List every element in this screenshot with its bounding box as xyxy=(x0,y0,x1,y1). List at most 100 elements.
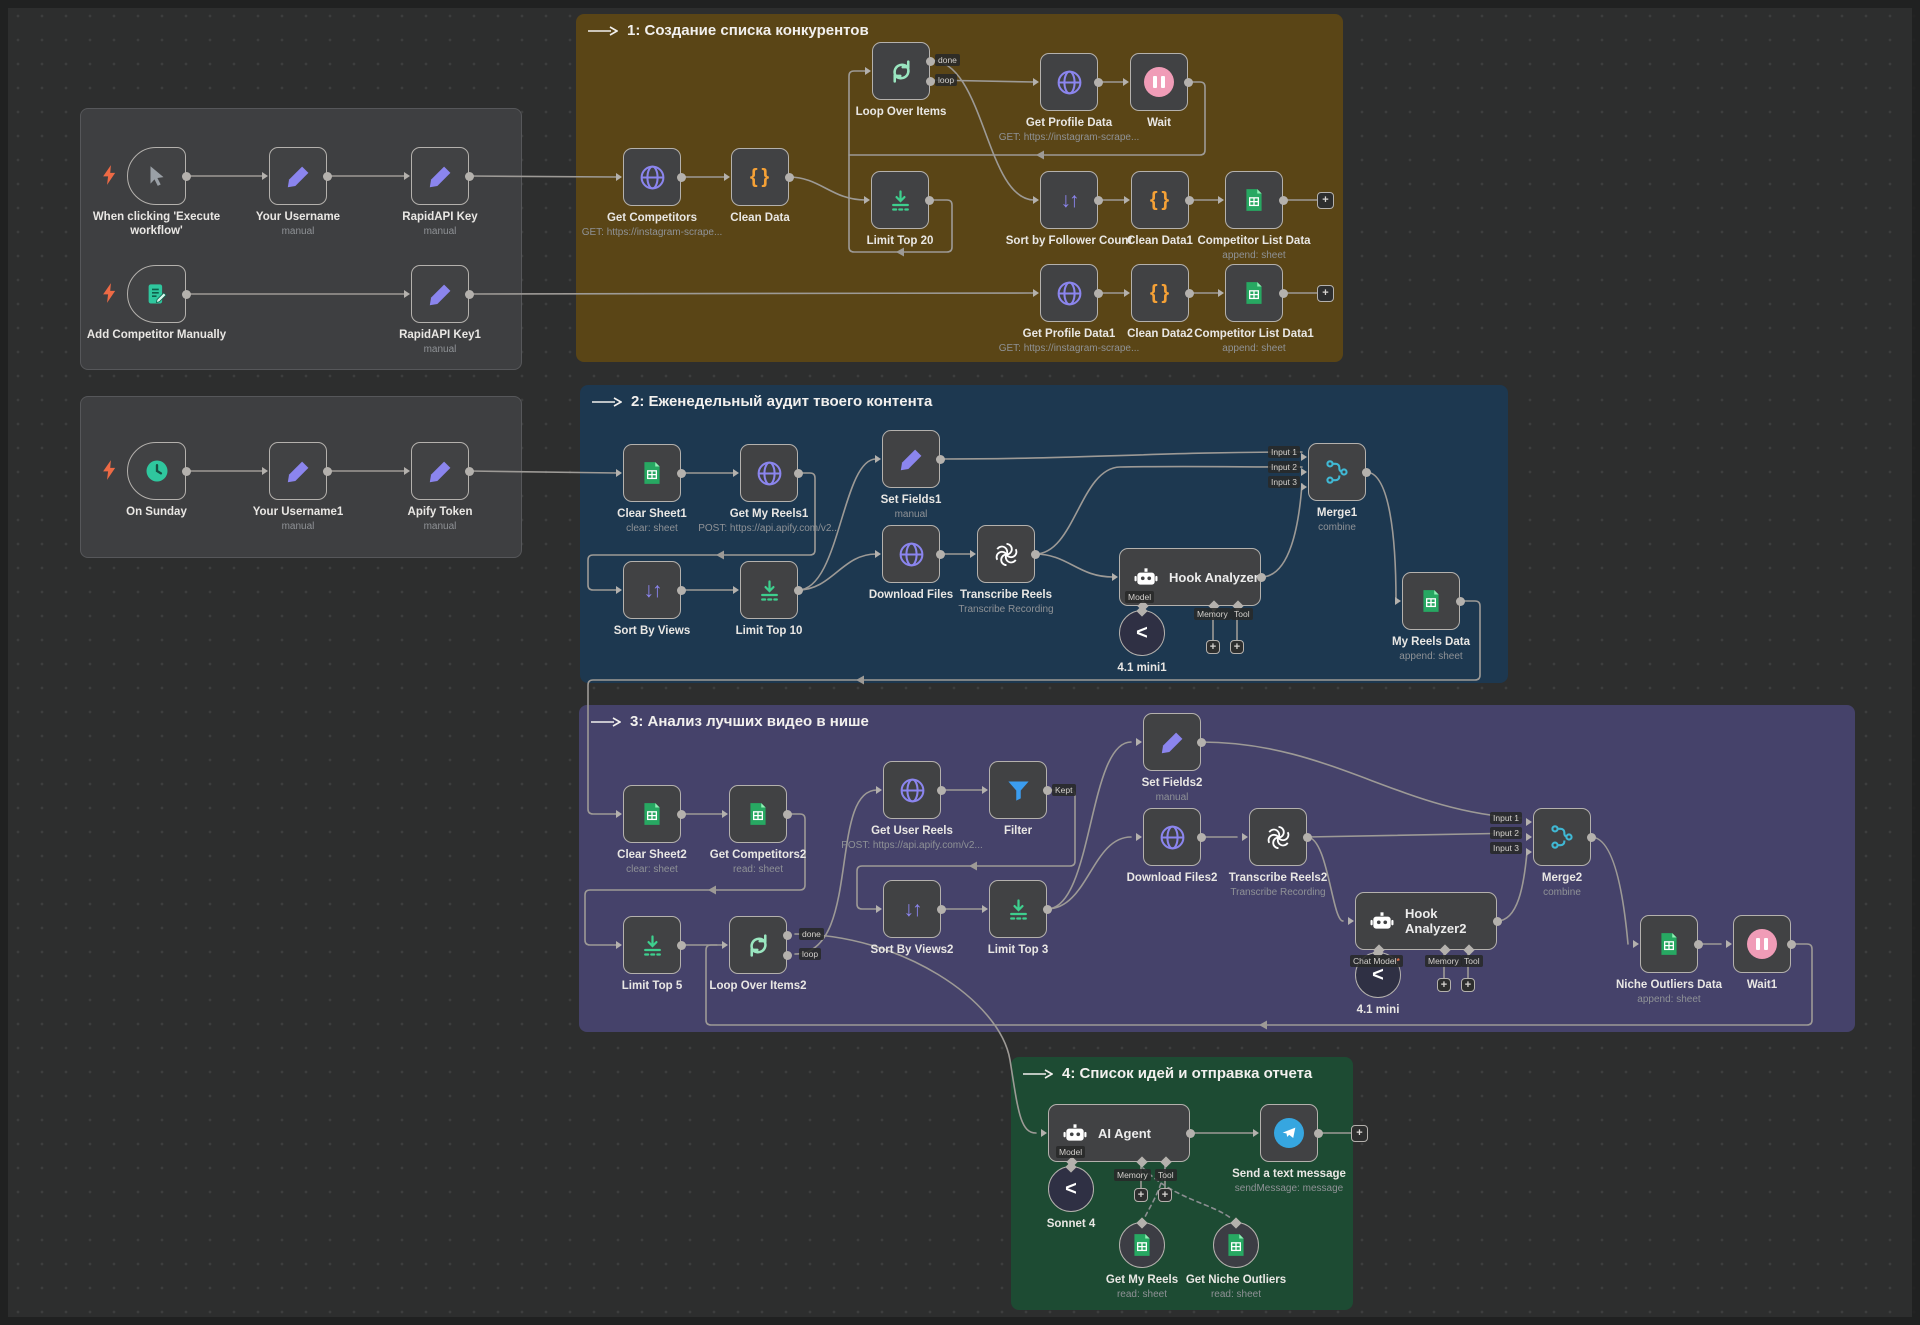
output-connector[interactable] xyxy=(794,585,803,595)
node-get-competitors2[interactable] xyxy=(722,785,792,843)
node-transcribe-reels2[interactable] xyxy=(1242,808,1312,866)
output-connector[interactable] xyxy=(323,466,332,476)
output-connector[interactable] xyxy=(783,809,792,819)
output-connector[interactable] xyxy=(936,549,945,559)
node-your-username1[interactable] xyxy=(262,442,332,500)
output-connector[interactable] xyxy=(1043,904,1052,914)
output-connector[interactable] xyxy=(1787,939,1796,949)
output-connector[interactable] xyxy=(783,930,792,940)
node-loop-over-items2[interactable] xyxy=(722,916,792,974)
node-loop-over-items[interactable] xyxy=(865,42,935,100)
output-connector[interactable] xyxy=(323,171,332,181)
output-connector[interactable] xyxy=(1043,785,1052,795)
node-when-clicking-execute-workflow[interactable] xyxy=(127,147,191,205)
node-set-fields1[interactable] xyxy=(875,430,945,488)
node-model-sonnet-4[interactable]: < xyxy=(1048,1161,1094,1212)
output-connector[interactable] xyxy=(1456,596,1465,606)
output-connector[interactable] xyxy=(1094,77,1103,87)
node-get-niche-outliers-tool[interactable] xyxy=(1213,1217,1259,1268)
output-connector[interactable] xyxy=(785,172,794,182)
output-connector[interactable] xyxy=(925,195,934,205)
output-connector[interactable] xyxy=(1279,195,1288,205)
node-competitor-list-data1[interactable] xyxy=(1218,264,1288,322)
node-wait[interactable] xyxy=(1123,53,1193,111)
node-apify-token[interactable] xyxy=(404,442,474,500)
node-merge1[interactable] xyxy=(1301,443,1371,501)
output-connector[interactable] xyxy=(926,76,935,86)
node-rapidapi-key1[interactable] xyxy=(404,265,474,323)
add-node-button[interactable]: + xyxy=(1206,640,1220,654)
output-connector[interactable] xyxy=(1362,467,1371,477)
output-connector[interactable] xyxy=(1094,195,1103,205)
node-get-my-reels-tool[interactable] xyxy=(1119,1217,1165,1268)
node-filter[interactable] xyxy=(982,761,1052,819)
node-limit-top-5[interactable] xyxy=(616,916,686,974)
node-download-files2[interactable] xyxy=(1136,808,1206,866)
node-limit-top-3[interactable] xyxy=(982,880,1052,938)
output-connector[interactable] xyxy=(1184,77,1193,87)
output-connector[interactable] xyxy=(182,466,191,476)
output-connector[interactable] xyxy=(1314,1128,1323,1138)
node-your-username[interactable] xyxy=(262,147,332,205)
output-connector[interactable] xyxy=(465,171,474,181)
output-connector[interactable] xyxy=(1197,832,1206,842)
output-connector[interactable] xyxy=(1197,737,1206,747)
output-connector[interactable] xyxy=(677,585,686,595)
output-connector[interactable] xyxy=(936,454,945,464)
output-connector[interactable] xyxy=(783,950,792,960)
output-connector[interactable] xyxy=(1279,288,1288,298)
node-wait1[interactable] xyxy=(1726,915,1796,973)
output-connector[interactable] xyxy=(677,940,686,950)
node-limit-top-10[interactable] xyxy=(733,561,803,619)
output-connector[interactable] xyxy=(182,289,191,299)
node-send-a-text-message[interactable] xyxy=(1253,1104,1323,1162)
add-node-button[interactable]: + xyxy=(1230,640,1244,654)
node-download-files[interactable] xyxy=(875,525,945,583)
add-node-button[interactable]: + xyxy=(1461,978,1475,992)
output-connector[interactable] xyxy=(182,171,191,181)
output-connector[interactable] xyxy=(1303,832,1312,842)
output-connector[interactable] xyxy=(677,468,686,478)
node-clean-data[interactable]: { } xyxy=(724,148,794,206)
add-node-button[interactable]: + xyxy=(1317,192,1334,209)
node-clean-data1[interactable]: { } xyxy=(1124,171,1194,229)
node-get-competitors[interactable] xyxy=(616,148,686,206)
node-clean-data2[interactable]: { } xyxy=(1124,264,1194,322)
node-on-sunday[interactable] xyxy=(127,442,191,500)
add-node-button[interactable]: + xyxy=(1351,1125,1368,1142)
output-connector[interactable] xyxy=(1587,832,1596,842)
output-connector[interactable] xyxy=(1493,916,1502,926)
output-connector[interactable] xyxy=(465,466,474,476)
output-connector[interactable] xyxy=(926,56,935,66)
output-connector[interactable] xyxy=(937,904,946,914)
add-node-button[interactable]: + xyxy=(1134,1188,1148,1202)
node-hook-analyzer2[interactable]: Hook Analyzer2 xyxy=(1348,892,1502,956)
node-get-profile-data[interactable] xyxy=(1033,53,1103,111)
node-add-competitor-manually[interactable] xyxy=(127,265,191,323)
node-limit-top-20[interactable] xyxy=(864,171,934,229)
output-connector[interactable] xyxy=(1185,288,1194,298)
add-node-button[interactable]: + xyxy=(1317,285,1334,302)
node-rapidapi-key[interactable] xyxy=(404,147,474,205)
node-my-reels-data[interactable] xyxy=(1395,572,1465,630)
node-niche-outliers-data[interactable] xyxy=(1633,915,1703,973)
node-get-user-reels[interactable] xyxy=(876,761,946,819)
output-connector[interactable] xyxy=(677,172,686,182)
output-connector[interactable] xyxy=(1094,288,1103,298)
output-connector[interactable] xyxy=(677,809,686,819)
node-sort-by-follower-count[interactable]: ↓↑ xyxy=(1033,171,1103,229)
node-clear-sheet2[interactable] xyxy=(616,785,686,843)
output-connector[interactable] xyxy=(1186,1128,1195,1138)
node-set-fields2[interactable] xyxy=(1136,713,1206,771)
node-sort-by-views[interactable]: ↓↑ xyxy=(616,561,686,619)
node-model-41-mini1[interactable]: < xyxy=(1119,605,1165,656)
node-clear-sheet1[interactable] xyxy=(616,444,686,502)
output-connector[interactable] xyxy=(1257,572,1266,582)
add-node-button[interactable]: + xyxy=(1437,978,1451,992)
output-connector[interactable] xyxy=(937,785,946,795)
node-transcribe-reels[interactable] xyxy=(970,525,1040,583)
add-node-button[interactable]: + xyxy=(1158,1188,1172,1202)
node-get-my-reels1[interactable] xyxy=(733,444,803,502)
node-get-profile-data1[interactable] xyxy=(1033,264,1103,322)
